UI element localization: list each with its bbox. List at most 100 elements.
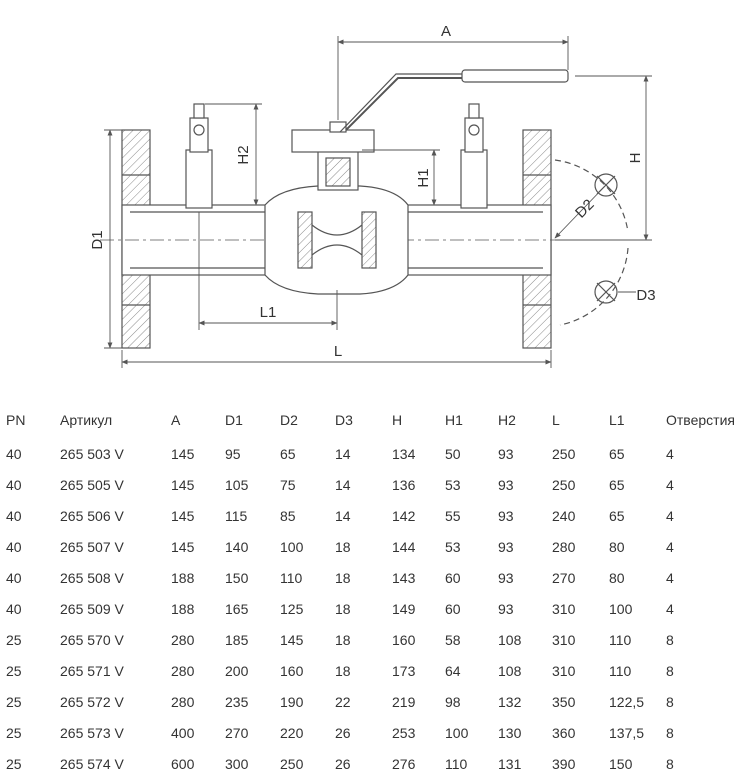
label-h2: H2 [235, 145, 252, 164]
table-cell: 25 [6, 755, 22, 772]
specifications-table: PN Артикул A D1 D2 D3 H H1 H2 L L1 Отвер… [0, 402, 750, 779]
right-test-port [460, 103, 488, 209]
table-cell: 53 [445, 476, 461, 493]
table-cell: 265 508 V [60, 569, 124, 586]
table-cell: 280 [552, 538, 576, 555]
label-l1: L1 [260, 304, 277, 321]
table-cell: 360 [552, 724, 576, 741]
table-cell: 270 [225, 724, 249, 741]
table-cell: 265 570 V [60, 631, 124, 648]
left-test-port [185, 103, 213, 209]
table-cell: 93 [498, 600, 514, 617]
table-cell: 400 [171, 724, 195, 741]
table-cell: 165 [225, 600, 249, 617]
table-cell: 188 [171, 569, 195, 586]
table-cell: 8 [666, 755, 674, 772]
flange-bolt-circle [554, 159, 629, 326]
table-cell: 122,5 [609, 693, 645, 710]
table-cell: 136 [392, 476, 416, 493]
label-h: H [627, 153, 644, 164]
table-cell: 200 [225, 662, 249, 679]
table-cell: 4 [666, 476, 674, 493]
table-cell: 265 573 V [60, 724, 124, 741]
table-cell: 140 [225, 538, 249, 555]
header-cell: A [171, 412, 181, 428]
table-cell: 265 503 V [60, 445, 124, 462]
table-cell: 18 [335, 662, 351, 679]
table-cell: 265 572 V [60, 693, 124, 710]
table-cell: 190 [280, 693, 304, 710]
table-cell: 8 [666, 631, 674, 648]
table-cell: 4 [666, 600, 674, 617]
table-cell: 132 [498, 693, 522, 710]
table-cell: 265 574 V [60, 755, 124, 772]
table-cell: 40 [6, 600, 22, 617]
table-cell: 98 [445, 693, 461, 710]
valve-stem [291, 121, 375, 191]
table-cell: 4 [666, 538, 674, 555]
dimension-lines [104, 36, 652, 368]
table-cell: 150 [225, 569, 249, 586]
table-cell: 390 [552, 755, 576, 772]
table-cell: 142 [392, 507, 416, 524]
label-h1: H1 [415, 168, 432, 187]
valve-body [264, 185, 409, 295]
table-cell: 8 [666, 693, 674, 710]
table-cell: 14 [335, 476, 351, 493]
header-cell: D3 [335, 412, 353, 428]
table-cell: 40 [6, 445, 22, 462]
table-cell: 75 [280, 476, 296, 493]
table-cell: 18 [335, 600, 351, 617]
table-cell: 265 571 V [60, 662, 124, 679]
table-cell: 8 [666, 662, 674, 679]
valve-handle [339, 69, 569, 133]
table-cell: 144 [392, 538, 416, 555]
table-cell: 53 [445, 538, 461, 555]
table-cell: 93 [498, 445, 514, 462]
table-cell: 108 [498, 662, 522, 679]
table-cell: 125 [280, 600, 304, 617]
table-cell: 65 [609, 476, 625, 493]
table-cell: 25 [6, 662, 22, 679]
table-cell: 145 [171, 476, 195, 493]
table-cell: 110 [609, 662, 632, 679]
table-cell: 8 [666, 724, 674, 741]
header-cell: PN [6, 412, 26, 428]
table-cell: 115 [225, 507, 248, 524]
table-cell: 280 [171, 662, 195, 679]
table-cell: 219 [392, 693, 416, 710]
table-cell: 93 [498, 538, 514, 555]
table-cell: 600 [171, 755, 195, 772]
table-cell: 110 [609, 631, 632, 648]
header-cell: L [552, 412, 560, 428]
table-cell: 64 [445, 662, 461, 679]
table-cell: 300 [225, 755, 249, 772]
table-cell: 93 [498, 507, 514, 524]
table-cell: 185 [225, 631, 249, 648]
table-cell: 65 [609, 507, 625, 524]
table-cell: 14 [335, 507, 351, 524]
table-cell: 134 [392, 445, 416, 462]
table-cell: 80 [609, 538, 625, 555]
table-cell: 250 [552, 476, 576, 493]
table-cell: 18 [335, 631, 351, 648]
table-cell: 4 [666, 445, 674, 462]
table-cell: 280 [171, 693, 195, 710]
table-cell: 4 [666, 569, 674, 586]
table-cell: 188 [171, 600, 195, 617]
table-cell: 65 [609, 445, 625, 462]
table-cell: 26 [335, 755, 351, 772]
table-cell: 22 [335, 693, 351, 710]
table-cell: 93 [498, 476, 514, 493]
table-cell: 100 [280, 538, 304, 555]
header-cell: H2 [498, 412, 516, 428]
table-cell: 14 [335, 445, 351, 462]
header-cell: H [392, 412, 403, 428]
